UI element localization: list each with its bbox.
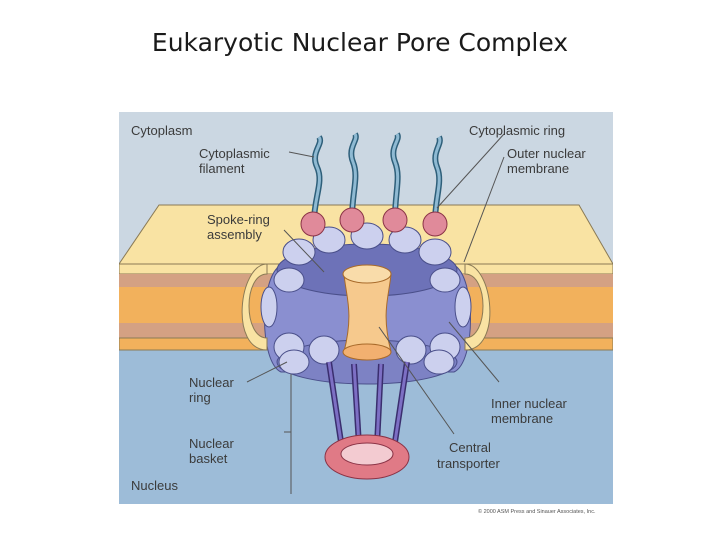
label-inner-membrane-1: Inner nuclear — [491, 396, 568, 411]
basket-ring — [324, 434, 410, 480]
slide-title: Eukaryotic Nuclear Pore Complex — [151, 28, 569, 57]
filament-knobs — [300, 207, 448, 237]
label-central-transporter-1: Central — [449, 440, 491, 455]
label-cytoplasmic-ring: Cytoplasmic ring — [469, 123, 565, 138]
label-nuclear-ring-1: Nuclear — [189, 375, 234, 390]
label-outer-membrane-1: Outer nuclear — [507, 146, 586, 161]
label-cytoplasm: Cytoplasm — [131, 123, 192, 138]
diagram-labels: Cytoplasm Cytoplasmic ring Cytoplasmic f… — [131, 123, 586, 493]
label-cytoplasmic-filament-2: filament — [199, 161, 245, 176]
spoke-ring-subunits — [273, 222, 461, 375]
label-spoke-ring-2: assembly — [207, 227, 262, 242]
label-outer-membrane-2: membrane — [507, 161, 569, 176]
central-transporter — [342, 264, 392, 361]
label-central-transporter-2: transporter — [437, 456, 501, 471]
copyright-credit: © 2000 ASM Press and Sinauer Associates,… — [478, 509, 596, 515]
label-inner-membrane-2: membrane — [491, 411, 553, 426]
membrane-fold-right — [454, 263, 491, 351]
label-nuclear-basket-2: basket — [189, 451, 228, 466]
nuclear-basket-highlight — [327, 361, 409, 446]
nuclear-pore-figure: Cytoplasm Cytoplasmic ring Cytoplasmic f… — [119, 112, 613, 504]
label-cytoplasmic-filament-1: Cytoplasmic — [199, 146, 270, 161]
membrane-fold-left — [241, 263, 278, 351]
label-nuclear-basket-1: Nuclear — [189, 436, 234, 451]
label-nucleus: Nucleus — [131, 478, 178, 493]
leader-lines — [246, 133, 505, 494]
label-nuclear-ring-2: ring — [189, 390, 211, 405]
cytoplasmic-filaments — [311, 132, 443, 223]
label-spoke-ring-1: Spoke-ring — [207, 212, 270, 227]
